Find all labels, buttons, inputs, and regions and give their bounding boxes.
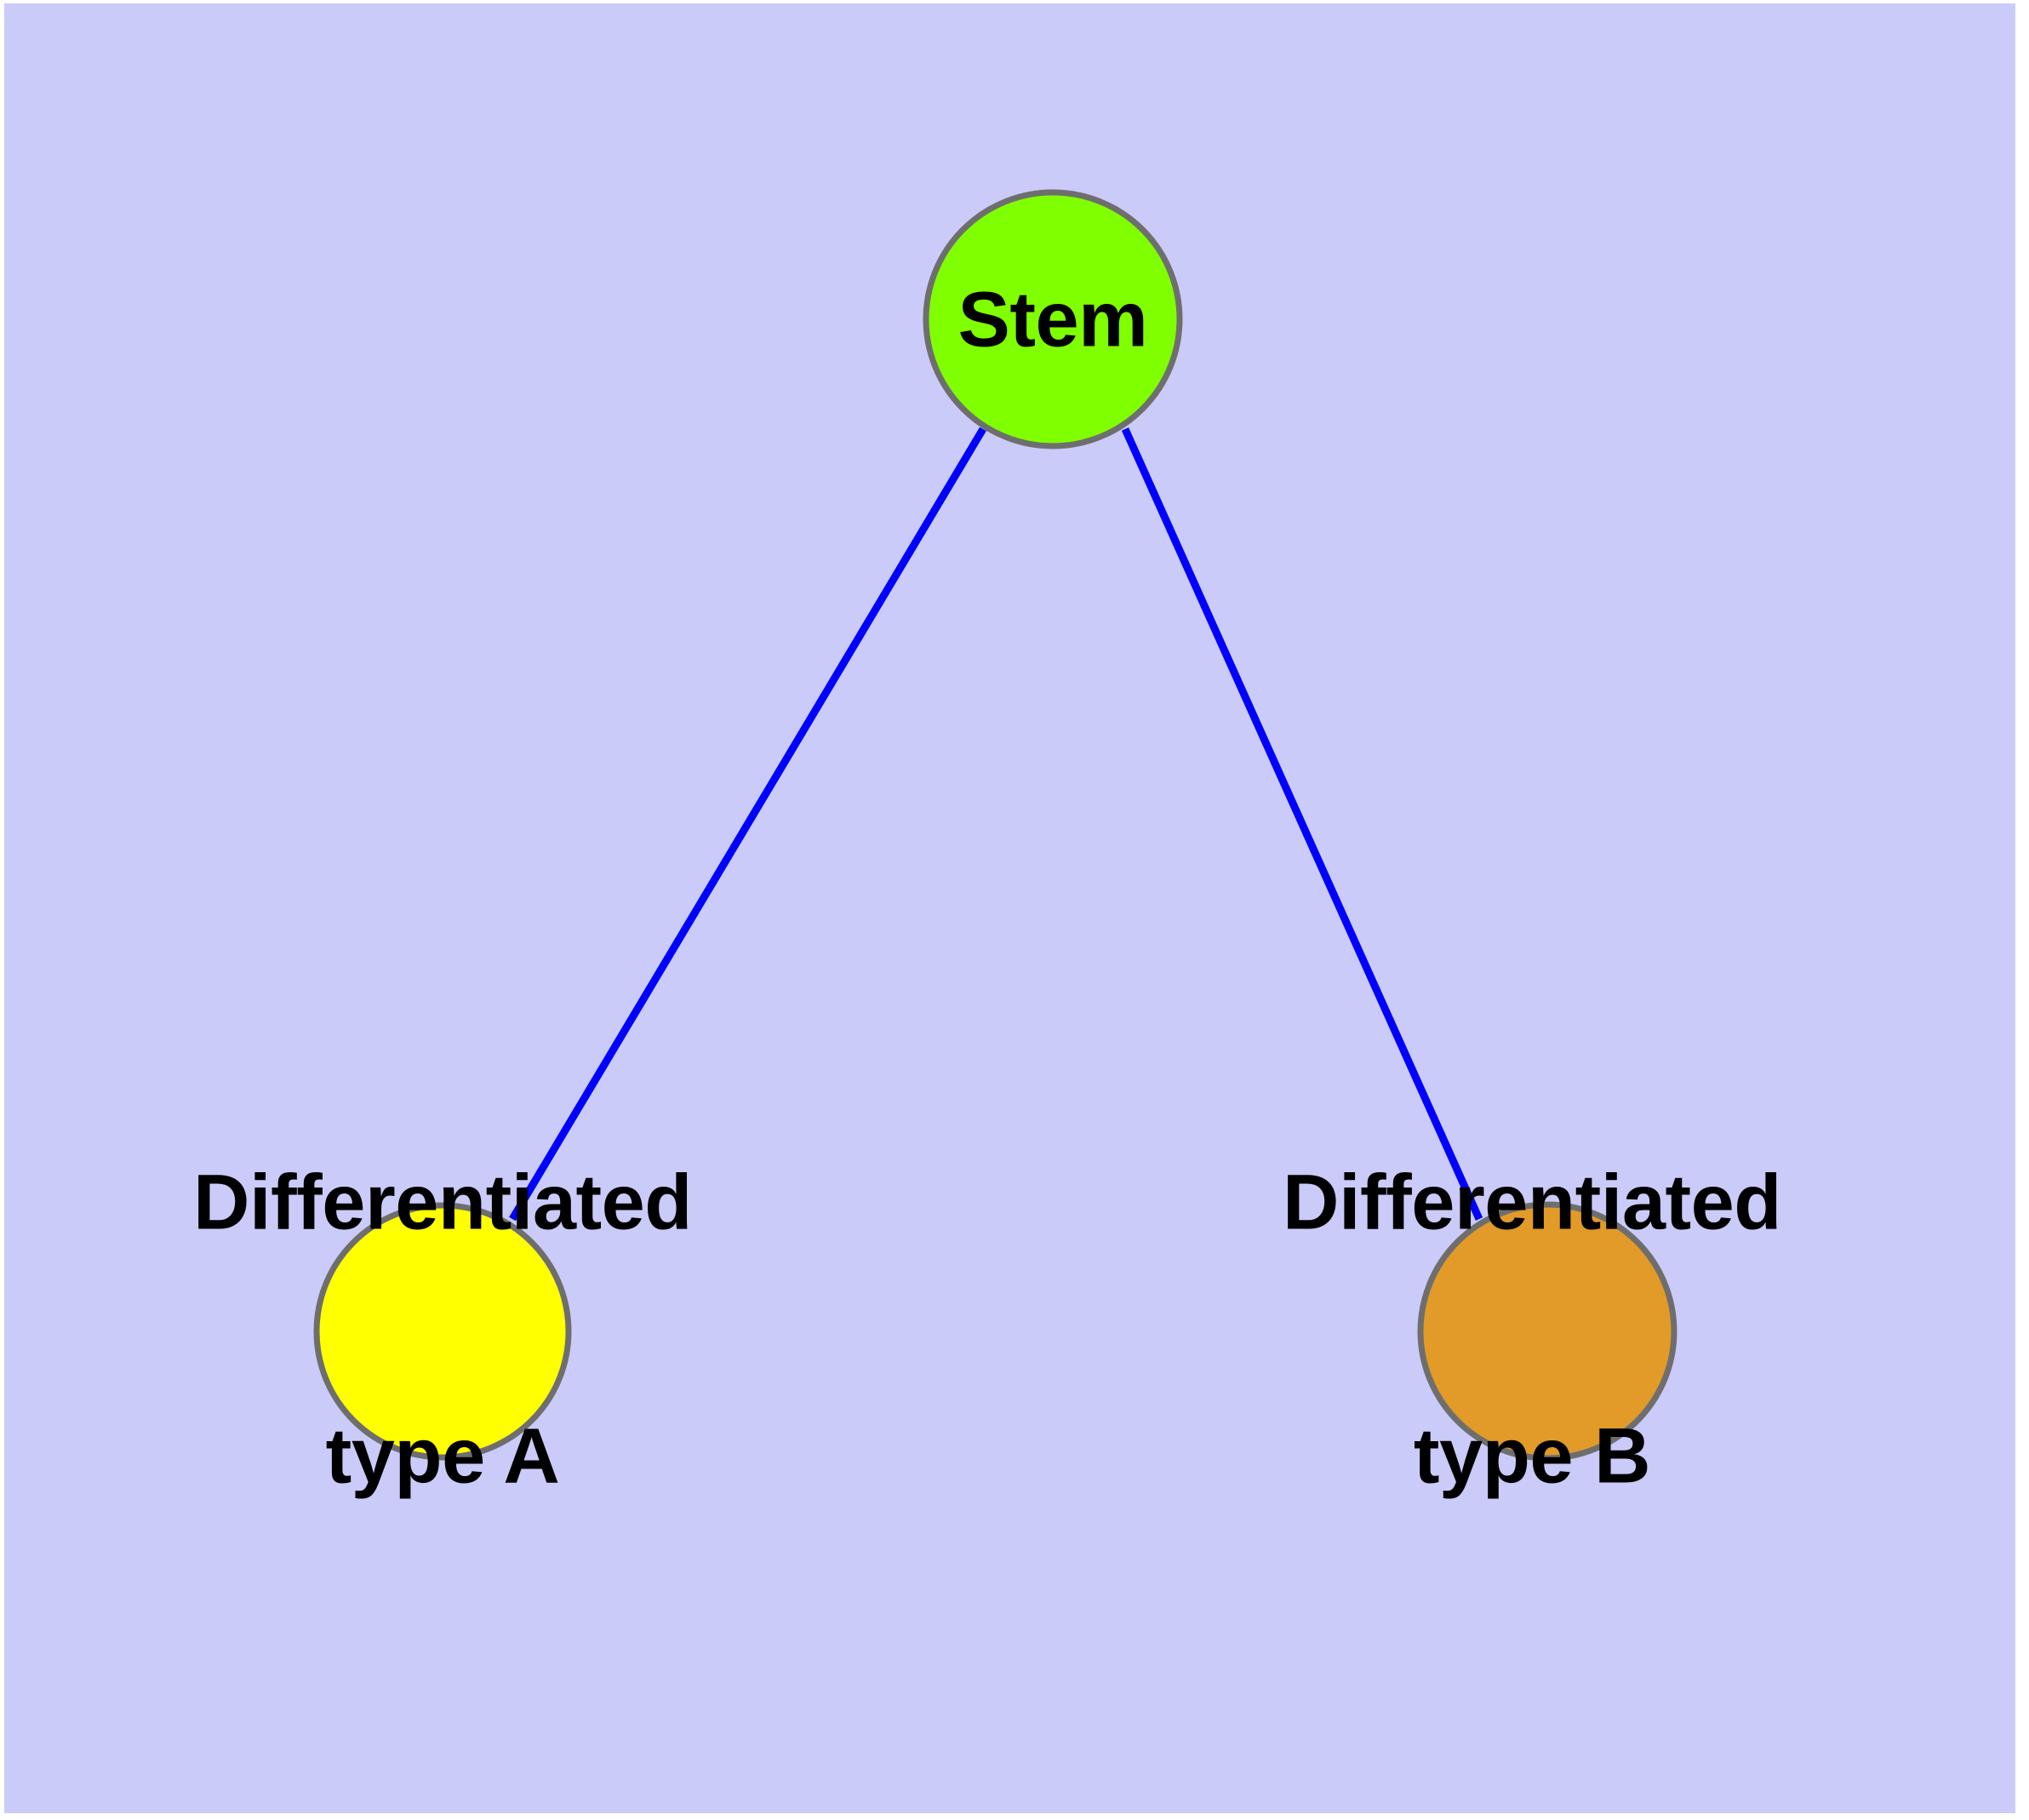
edge-stem-to-differentiated-type-a	[509, 426, 986, 1222]
node-differentiated-type-a[interactable]	[313, 1202, 572, 1461]
node-differentiated-type-b[interactable]	[1417, 1201, 1677, 1462]
node-stem[interactable]	[923, 189, 1183, 449]
edge-layer	[509, 426, 1483, 1222]
node-layer	[313, 189, 1677, 1462]
edge-stem-to-differentiated-type-b	[1121, 427, 1483, 1221]
